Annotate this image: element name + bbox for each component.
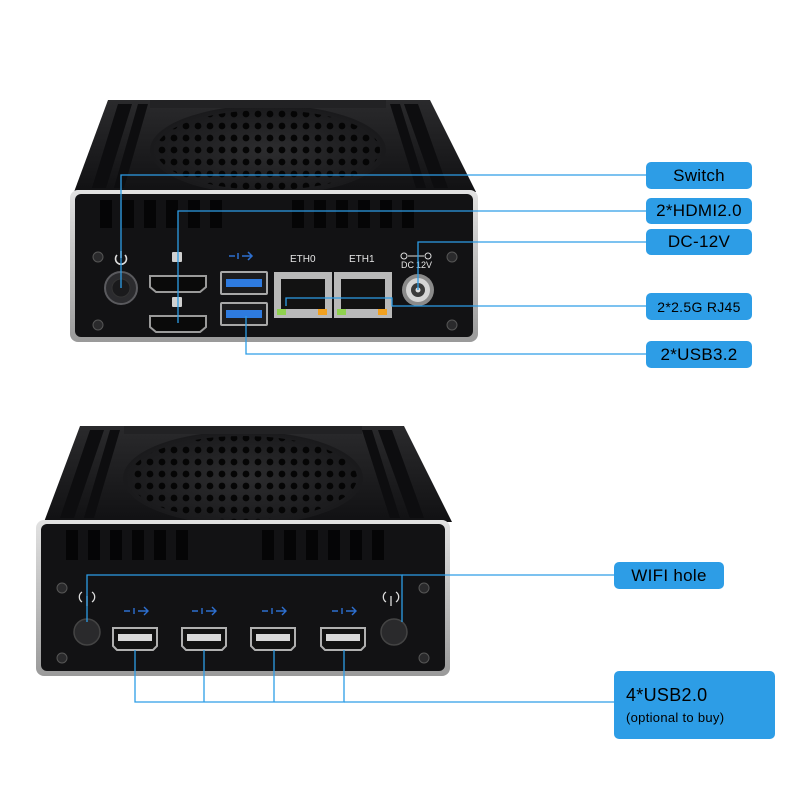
rj45-port-eth0[interactable] (274, 272, 332, 318)
eth0-label: ETH0 (290, 254, 316, 265)
bottom-screws (56, 582, 430, 664)
dc-volt-label: 12V (416, 260, 432, 270)
usb32-port-2[interactable] (220, 302, 268, 326)
wifi-hole-right[interactable] (380, 618, 408, 646)
usb-superspeed-icon (229, 251, 254, 261)
bottom-front-vents (66, 530, 384, 560)
wifi-hole-left[interactable] (73, 618, 101, 646)
bottom-heatsink-fins (60, 430, 424, 518)
rj45-port-eth1[interactable] (334, 272, 392, 318)
top-fan-holes (156, 110, 380, 190)
hdmi-icon (172, 252, 182, 307)
usb32-port-1[interactable] (220, 271, 268, 295)
top-screws (92, 251, 458, 331)
callout-dc: DC-12V (646, 229, 752, 255)
callout-usb32: 2*USB3.2 (646, 341, 752, 368)
bottom-front-panel (41, 524, 445, 671)
bottom-leader-lines (86, 574, 614, 703)
usb20-port-2[interactable] (181, 627, 227, 651)
top-front-vents (100, 200, 414, 228)
dc-label: DC (401, 260, 414, 270)
usb20-port-3[interactable] (250, 627, 296, 651)
usb20-port-4[interactable] (320, 627, 366, 651)
top-heatsink-fins (92, 104, 448, 188)
callout-rj45: 2*2.5G RJ45 (646, 293, 752, 320)
dc-jack[interactable] (402, 274, 434, 306)
hdmi-port-2[interactable] (149, 315, 207, 333)
callout-usb20-title: 4*USB2.0 (626, 685, 708, 705)
top-leader-lines (120, 174, 646, 355)
bottom-fan-frame (124, 426, 362, 434)
dc-polarity-icon (400, 252, 432, 260)
usb20-port-1[interactable] (112, 627, 158, 651)
callout-hdmi: 2*HDMI2.0 (646, 198, 752, 224)
bottom-mini-pc (36, 426, 614, 703)
callout-switch: Switch (646, 162, 752, 189)
callout-usb20: 4*USB2.0 (optional to buy) (614, 671, 775, 739)
callout-usb20-note: (optional to buy) (626, 710, 725, 725)
top-mini-pc: ETH0 ETH1 DC 12V (70, 100, 646, 355)
eth1-label: ETH1 (349, 254, 375, 265)
top-fan-frame (150, 100, 386, 108)
usb20-icons (124, 606, 357, 616)
callout-wifi: WIFI hole (614, 562, 724, 589)
bottom-fan-holes (129, 436, 357, 520)
